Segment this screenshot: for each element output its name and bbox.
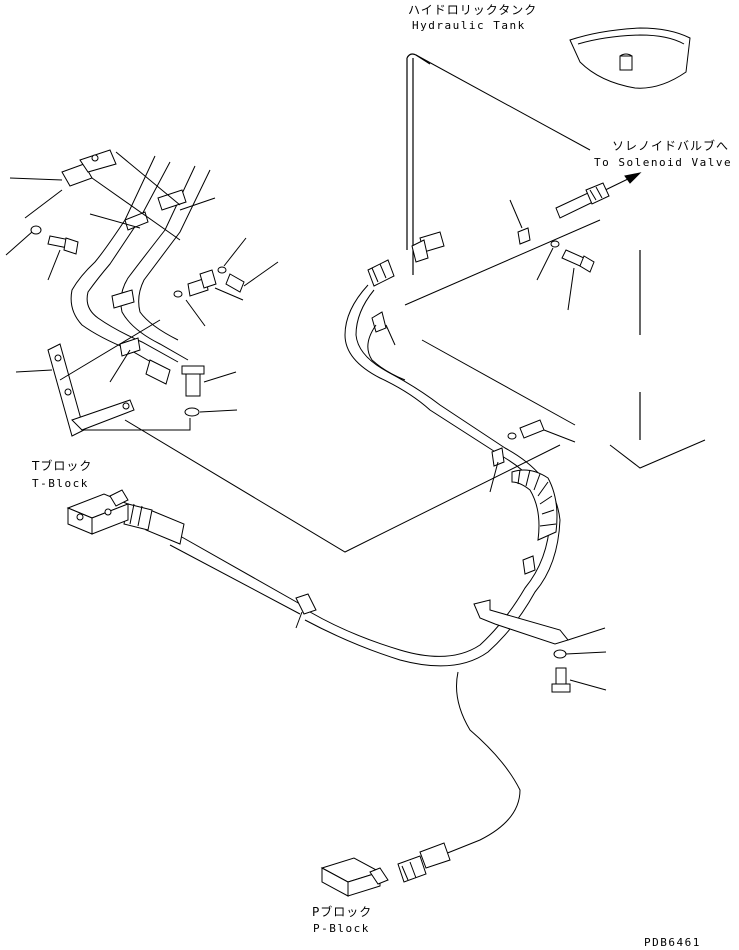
solenoid-valve-label-en: To Solenoid Valve — [594, 156, 732, 169]
p-block-hose — [397, 671, 521, 883]
tank-hose-fittings — [367, 231, 445, 346]
lower-bracket — [473, 599, 607, 693]
main-hose — [304, 284, 576, 667]
p-block — [320, 857, 389, 897]
p-block-label-jp: Pブロック — [312, 904, 372, 919]
hydraulic-tank-label-en: Hydraulic Tank — [412, 19, 526, 32]
hydraulic-tank — [404, 27, 706, 469]
t-block-label-jp: Tブロック — [31, 458, 92, 473]
solenoid-valve-label-jp: ソレノイドバルブへ — [612, 138, 729, 153]
hydraulic-tank-label-jp: ハイドロリックタンク — [408, 3, 537, 17]
solenoid-valve-fitting — [555, 182, 610, 219]
tank-clamp — [509, 199, 595, 311]
p-block-label-en: P-Block — [313, 922, 370, 935]
t-block-label-en: T-Block — [32, 477, 89, 490]
t-block — [66, 489, 130, 535]
t-block-hose — [123, 503, 317, 629]
left-pipe-assembly — [5, 149, 561, 553]
drawing-number: PDB6461 — [644, 936, 701, 949]
